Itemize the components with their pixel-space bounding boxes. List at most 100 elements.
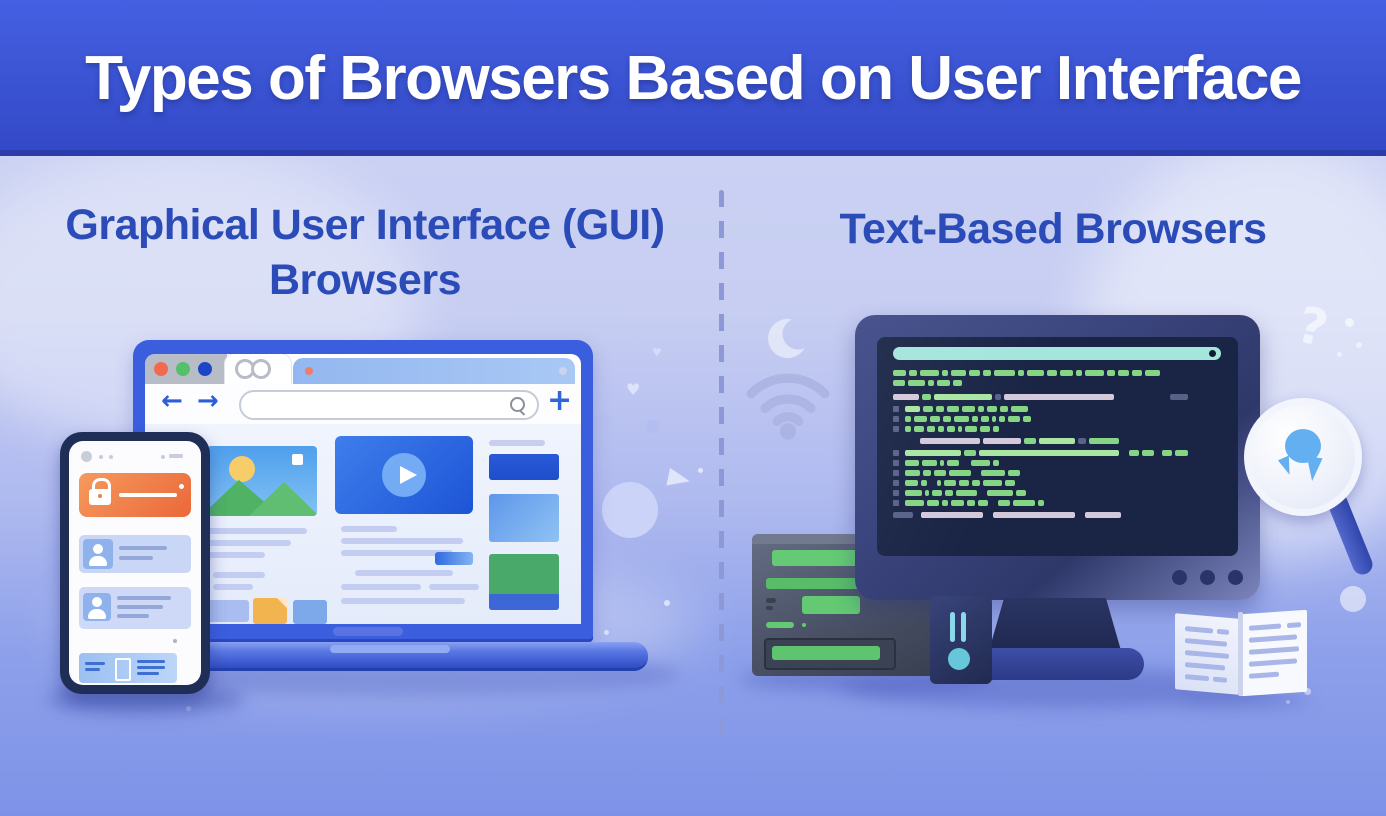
terminal-text-segment (987, 406, 997, 412)
terminal-text-segment (999, 416, 1005, 422)
monitor-button-icon (1228, 570, 1243, 585)
terminal-text-segment (1011, 406, 1028, 412)
terminal-text-segment (923, 470, 931, 476)
server-drive-bay (764, 638, 896, 670)
play-icon (400, 466, 417, 484)
terminal-text-segment (930, 480, 934, 486)
terminal-text-segment (1039, 438, 1075, 444)
server-top-strip (752, 534, 957, 544)
terminal-text-segment (1047, 370, 1057, 376)
terminal-line (893, 416, 1223, 422)
terminal-text-segment (934, 470, 946, 476)
status-dot (109, 455, 113, 459)
section-divider (719, 190, 724, 736)
terminal-text-segment (1076, 370, 1082, 376)
gui-heading-line2: Browsers (269, 256, 461, 304)
terminal-text-segment (927, 426, 935, 432)
footer-rect-icon (115, 658, 131, 681)
terminal-text-segment (893, 380, 905, 386)
server-led-bar (766, 622, 794, 628)
book-spine (1238, 612, 1243, 696)
monitor-button-icon (1172, 570, 1187, 585)
sidebar-block-blue (489, 454, 559, 480)
text-line (355, 570, 453, 576)
page-title: Types of Browsers Based on User Interfac… (85, 43, 1302, 113)
terminal-text-segment (947, 460, 959, 466)
terminal-address-bar (893, 347, 1221, 360)
status-dash (169, 454, 183, 458)
book-page-left (1175, 613, 1239, 695)
terminal-text-segment (916, 512, 918, 518)
fold-corner (275, 598, 287, 610)
terminal-text-segment (905, 450, 961, 456)
terminal-line (893, 480, 1223, 486)
terminal-text-segment (922, 394, 931, 400)
list-text-line (119, 556, 153, 560)
terminal-text-segment (971, 460, 990, 466)
photo-corner-square (292, 454, 303, 465)
terminal-bullet (893, 406, 899, 412)
terminal-text-segment (1170, 394, 1188, 400)
terminal-text-segment (1089, 438, 1119, 444)
terminal-text-segment (1004, 394, 1114, 400)
terminal-text-segment (981, 416, 989, 422)
magnifier-lens (1244, 398, 1362, 516)
text-line (207, 528, 307, 534)
server-led-bar (766, 578, 942, 589)
terminal-text-segment (1038, 500, 1044, 506)
footer-line (137, 672, 159, 675)
lock-keyhole (98, 494, 102, 498)
browser-active-tab (225, 354, 291, 384)
monitor-stand (988, 598, 1122, 654)
terminal-text-segment (1157, 450, 1159, 456)
terminal-text-segment (1142, 450, 1154, 456)
terminal-text-segment (1008, 470, 1020, 476)
server-vent (766, 598, 776, 603)
server-led-dot (802, 623, 806, 627)
terminal-text-segment (920, 370, 939, 376)
terminal-bullet (893, 480, 899, 486)
terminal-text-segment (923, 406, 933, 412)
terminal-text-segment (1078, 438, 1086, 444)
sidebar-block-green (489, 554, 559, 610)
question-mark-icon: ? (590, 406, 623, 461)
terminal-line (893, 490, 1223, 496)
book-line (1217, 628, 1229, 635)
terminal-line (893, 370, 1223, 376)
search-icon (510, 397, 525, 412)
book-line (1213, 676, 1227, 683)
terminal-text-segment (937, 380, 950, 386)
terminal-text-segment (945, 490, 953, 496)
footer-line (85, 668, 100, 671)
laptop-hinge-notch (333, 627, 403, 636)
heart-icon: ♥ (626, 380, 641, 399)
terminal-text-segment (980, 426, 990, 432)
decor-dot (1304, 688, 1311, 695)
decor-dot (604, 630, 609, 635)
terminal-bullet (893, 450, 899, 456)
smartphone (60, 432, 210, 694)
terminal-text-segment (1013, 500, 1035, 506)
book-line (1249, 646, 1299, 655)
phone-screen (69, 441, 201, 685)
banner-dot (179, 484, 184, 489)
terminal-text-segment (1024, 438, 1036, 444)
terminal-text-segment (958, 426, 962, 432)
terminal-text-segment (949, 470, 971, 476)
terminal-line (893, 470, 1223, 476)
footer-line (137, 660, 165, 663)
terminal-screen (877, 337, 1238, 556)
terminal-text-segment (1005, 480, 1015, 486)
monitor (855, 315, 1260, 600)
terminal-text-segment (978, 406, 984, 412)
avatar-head (93, 544, 103, 554)
gui-section-heading: Graphical User Interface (GUI) Browsers (20, 198, 710, 308)
terminal-text-segment (974, 470, 978, 476)
book-line (1185, 674, 1209, 682)
decor-dot (698, 468, 703, 473)
thumbnail-block (207, 600, 249, 622)
terminal-text-segment (942, 370, 948, 376)
terminal-text-segment (953, 380, 962, 386)
secure-banner (79, 473, 191, 517)
